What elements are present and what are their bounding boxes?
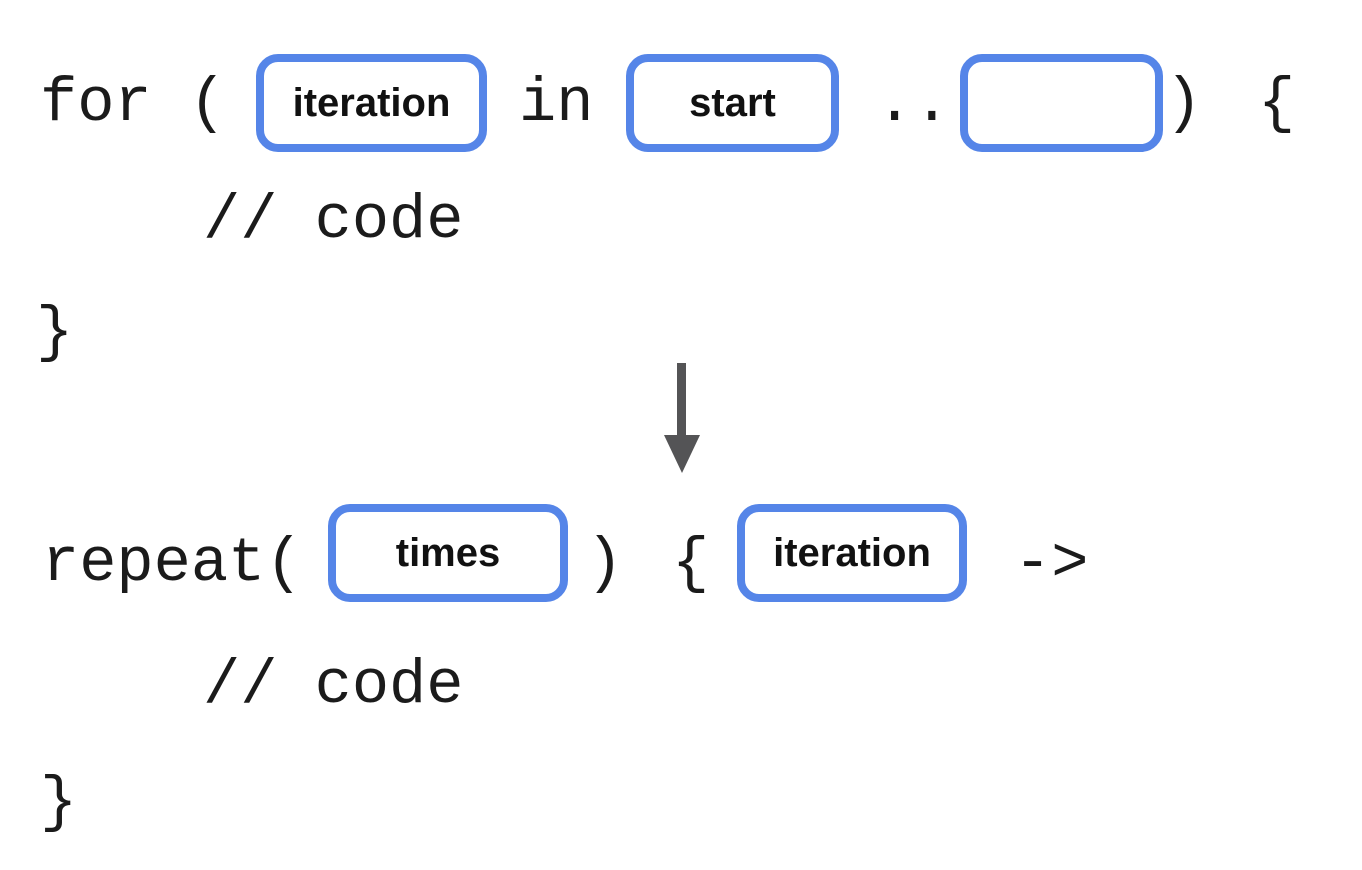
open-brace: { [672, 528, 710, 599]
end-slot [960, 54, 1163, 152]
times-slot: times [328, 504, 568, 602]
iteration-slot-label: iteration [773, 530, 931, 575]
arrow-head-icon [664, 435, 700, 473]
iteration-slot: iteration [737, 504, 967, 602]
close-paren: ) [586, 528, 624, 599]
comment-line: // code [203, 650, 464, 721]
close-paren: ) [1165, 68, 1203, 139]
for-keyword: for ( [40, 68, 227, 139]
open-brace: { [1258, 68, 1296, 139]
start-slot-label: start [689, 80, 776, 125]
comment-line: // code [203, 185, 464, 256]
arrow-shaft [677, 363, 686, 436]
lambda-arrow-operator: -> [1014, 528, 1089, 599]
iteration-slot-label: iteration [292, 80, 451, 125]
in-keyword: in [519, 68, 594, 139]
close-brace: } [40, 767, 78, 838]
range-operator: .. [876, 68, 951, 139]
start-slot: start [626, 54, 839, 152]
close-brace: } [36, 297, 74, 368]
iteration-slot: iteration [256, 54, 487, 152]
times-slot-label: times [395, 530, 501, 575]
repeat-keyword: repeat( [42, 528, 303, 599]
